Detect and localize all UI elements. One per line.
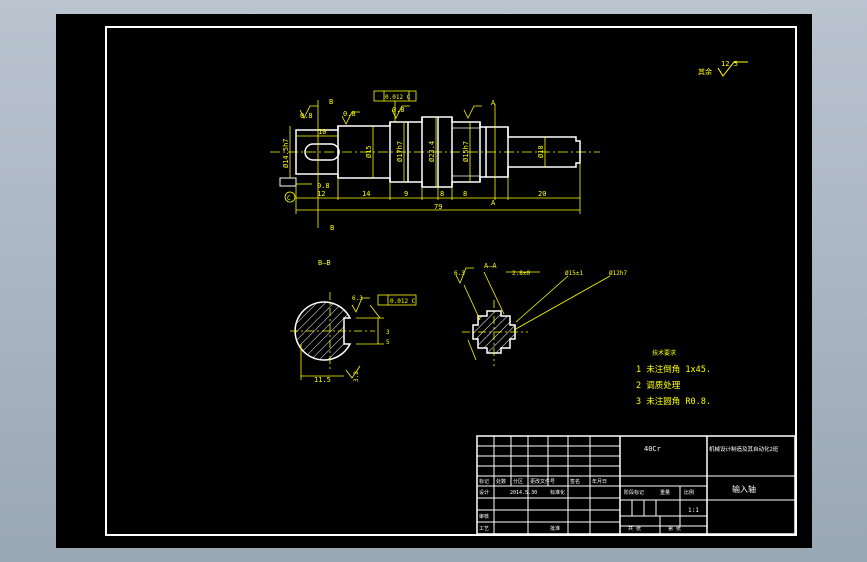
tb-cell-14: 共 张 (628, 525, 641, 532)
tb-cell-8: 阶段标记 (624, 489, 644, 496)
tb-cell-7: 标准化 (550, 489, 565, 496)
tb-cell-13: 批准 (550, 525, 560, 532)
section-bb-flatness: 0.012 C (390, 298, 416, 305)
section-bb-roughness: 6.3 (352, 295, 363, 302)
dia-5: Ø15h7 (462, 141, 470, 162)
dia-1: Ø14.5h7 (282, 138, 290, 168)
tb-scale: 1:1 (688, 507, 699, 514)
len-10: 10 (318, 128, 326, 136)
title-block: 标记 处数 分区 更改文件号 签名 年月日 设计 标准化 阶段标记 重量 比例 … (476, 435, 796, 535)
tb-school: 机械设计制造及其自动化2班 (709, 445, 779, 453)
shaft-dimensions (284, 90, 581, 228)
section-bb-title: B—B (318, 259, 331, 267)
section-aa-roughness: 6.3 (454, 270, 465, 277)
tb-cell-1: 处数 (496, 478, 506, 485)
section-mark-top-b: B (329, 98, 333, 106)
roughness-1: 0.8 (300, 112, 313, 120)
tb-material: 40Cr (644, 445, 661, 453)
section-bb-depth: 3 (386, 329, 390, 336)
section-aa-dim1: 2.8±0 (512, 270, 530, 277)
tb-part-name: 输入轴 (732, 484, 756, 494)
section-bb: B—B 6.3 0.012 C 3 5 11.5 3.2 (290, 259, 417, 384)
roughness-label: 其余 (698, 67, 712, 76)
dia-6: Ø10 (537, 145, 545, 158)
section-mark-top-a: A (491, 99, 496, 107)
tb-mark-date: 2014.5.30 (510, 490, 537, 496)
note-2: 2 调质处理 (636, 380, 681, 391)
len-12: 12 (317, 190, 325, 198)
section-mark-bottom-a: A (491, 199, 496, 207)
notes-title: 技术要求 (652, 349, 676, 357)
section-aa-dim3: Ø12h7 (609, 270, 627, 277)
tb-cell-3: 更改文件号 (530, 478, 555, 485)
len-8a: 8 (440, 190, 444, 198)
section-aa-dim2: Ø15±1 (565, 270, 583, 277)
tb-cell-11: 审核 (479, 513, 489, 520)
note-3: 3 未注圆角 R0.8. (636, 396, 711, 407)
len-79: 79 (434, 203, 442, 211)
tb-cell-5: 年月日 (592, 478, 607, 485)
roughness-value: 12.5 (721, 60, 738, 68)
section-bb-length: 11.5 (314, 376, 331, 384)
roughness-2: 0.8 (343, 110, 356, 118)
tb-cell-2: 分区 (513, 478, 523, 485)
section-bb-32: 3.2 (353, 371, 360, 382)
section-mark-bottom-b: B (330, 224, 334, 232)
section-bb-width: 5 (386, 339, 390, 346)
tb-cell-0: 标记 (479, 478, 489, 485)
len-8b: 8 (463, 190, 467, 198)
note-1: 1 未注倒角 1x45. (636, 364, 711, 375)
roughness-3: 0.8 (392, 106, 405, 114)
technical-notes: 技术要求 1 未注倒角 1x45. 2 调质处理 3 未注圆角 R0.8. (636, 349, 711, 407)
section-aa: A—A 6.3 2.8±0 Ø15±1 Ø12h7 (454, 262, 627, 366)
dia-2: Ø15 (365, 145, 373, 158)
len-20: 20 (538, 190, 546, 198)
tb-cell-10: 比例 (684, 489, 694, 496)
section-aa-title: A—A (484, 262, 497, 270)
tb-cell-9: 重量 (660, 489, 670, 496)
tb-cell-4: 签名 (570, 478, 580, 485)
drawing-border (105, 26, 797, 536)
general-roughness-symbol: 其余 12.5 (698, 60, 748, 77)
len-9: 9 (404, 190, 408, 198)
datum-c: C (287, 195, 291, 202)
len-14: 14 (362, 190, 370, 198)
drawing-area (56, 14, 812, 548)
tb-cell-6: 设计 (479, 489, 489, 496)
shaft-dimension-texts: B B A A C 0.8 0.8 0.8 0.012 C Ø14.5h7 Ø1… (282, 94, 546, 232)
len-0-8: 0.8 (317, 182, 330, 190)
runout-tolerance: 0.012 C (385, 94, 411, 101)
dia-4: Ø23.4 (428, 141, 436, 162)
dia-3: Ø17h7 (396, 141, 404, 162)
tb-cell-15: 第 张 (668, 525, 681, 532)
tb-cell-12: 工艺 (479, 526, 489, 532)
